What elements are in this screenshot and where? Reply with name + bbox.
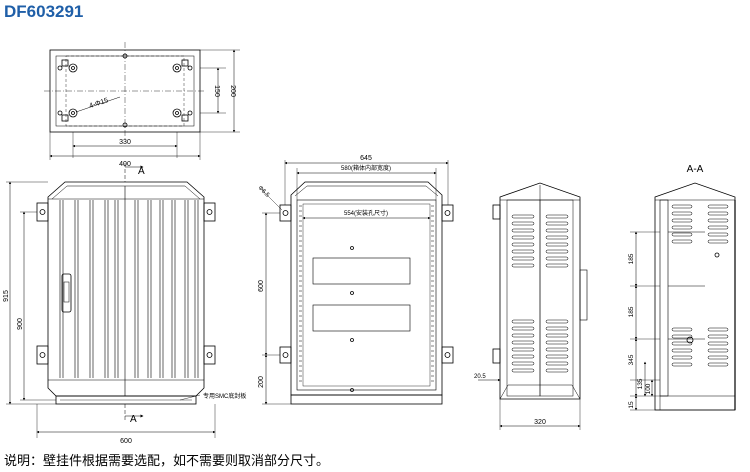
mount-hole — [68, 63, 78, 73]
base-label: 专用SMC底封板 — [203, 392, 246, 400]
mount-hole — [172, 63, 182, 73]
side-vent-slots — [511, 214, 569, 373]
dim-section-0: 185 — [628, 253, 635, 264]
inner-wall-slots — [299, 205, 434, 382]
dim-section-1: 185 — [628, 306, 635, 317]
mount-hole — [172, 108, 182, 118]
section-body-outline — [654, 182, 736, 411]
din-rail-module — [312, 257, 411, 285]
dim-section-3: 135 — [637, 378, 644, 389]
dim-inner-mount: 554(安装孔尺寸) — [344, 209, 388, 217]
section-vent-slots — [671, 204, 729, 367]
dim-top-depth-inner: 150 — [213, 85, 220, 97]
inner-view — [261, 160, 454, 405]
dim-front-height-inner: 900 — [17, 318, 24, 330]
dim-section-4: 100 — [645, 383, 652, 394]
section-marker-bottom: A — [130, 414, 137, 425]
top-view — [44, 42, 240, 160]
hole-label: 4-Φ15 — [88, 97, 109, 110]
footnote: 说明：壁挂件根据需要选配，如不需要则取消部分尺寸。 — [4, 454, 330, 469]
page-title: DF603291 — [4, 2, 84, 21]
wall-bracket — [203, 202, 216, 222]
dim-inner-overall: 645 — [360, 155, 372, 162]
dim-inner-vertical: 600 — [258, 280, 265, 292]
inner-panel — [296, 199, 437, 391]
dim-top-width-inner: 330 — [119, 139, 131, 146]
front-body-outline — [47, 181, 205, 397]
mount-hole — [68, 108, 78, 118]
wall-bracket — [36, 345, 49, 365]
door-handle — [61, 273, 72, 313]
front-view — [6, 163, 216, 438]
wall-bracket — [36, 202, 49, 222]
dim-inner-hole: Φ6.5 — [257, 185, 271, 199]
section-label: A-A — [687, 164, 704, 175]
side-view — [478, 182, 588, 430]
dim-section-2: 345 — [628, 354, 635, 365]
dim-front-width: 600 — [120, 438, 132, 445]
front-ribs — [59, 200, 199, 378]
dim-front-height-outer: 915 — [3, 290, 10, 302]
dim-side-offset: 20.5 — [474, 374, 486, 380]
dim-section-5: 15 — [628, 401, 635, 409]
dim-top-depth-outer: 200 — [229, 85, 236, 97]
wall-bracket — [203, 345, 216, 365]
din-rail-module — [312, 304, 411, 332]
dim-inner-width: 580(箱体内部宽度) — [341, 164, 391, 172]
dim-inner-bottom: 200 — [258, 376, 265, 388]
dim-side-width: 320 — [534, 419, 546, 426]
section-view — [630, 182, 736, 411]
section-marker-top: A — [138, 166, 145, 177]
